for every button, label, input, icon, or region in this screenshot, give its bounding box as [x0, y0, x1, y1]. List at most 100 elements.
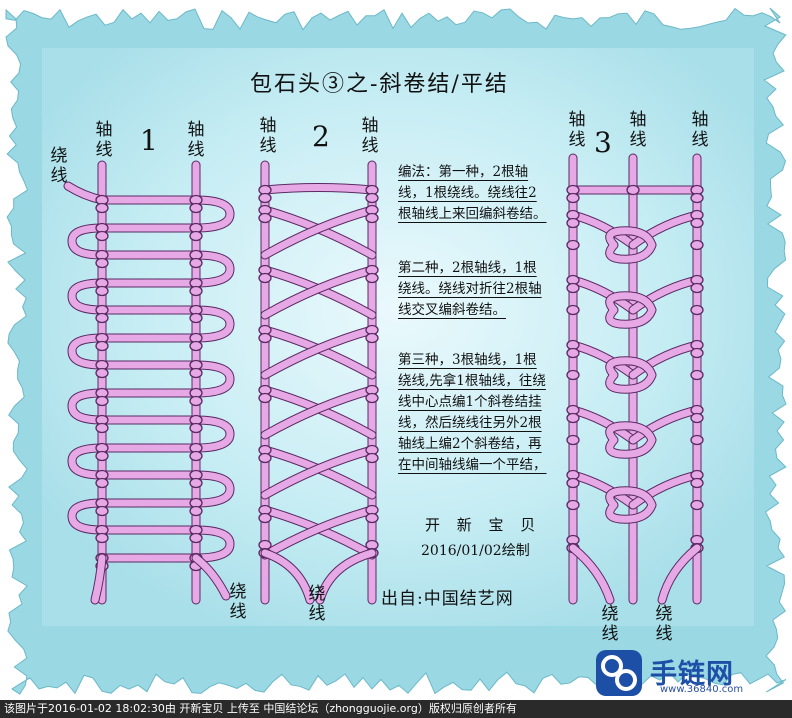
- d2-cross-b: [261, 386, 376, 439]
- d2-knot: [365, 332, 379, 344]
- d2-top-bar: [261, 184, 376, 194]
- d3-knot: [566, 499, 580, 511]
- d1-knot: [189, 505, 203, 517]
- d1-knot: [189, 532, 203, 544]
- d3-knot: [566, 477, 580, 489]
- d3-knot: [566, 347, 580, 359]
- d2-knot: [365, 212, 379, 224]
- d3-knot: [690, 477, 704, 489]
- d3-flat-knot: [606, 227, 656, 263]
- d2-tail-right: [316, 549, 376, 604]
- axis-label-3b: 轴线: [629, 110, 647, 150]
- d3-knot: [566, 412, 580, 424]
- d1-knot: [95, 230, 109, 242]
- d1-knot: [189, 312, 203, 324]
- d1-loop-left: [68, 499, 106, 534]
- d3-knot: [690, 239, 704, 251]
- d1-knot: [189, 340, 203, 352]
- d3-knot: [566, 304, 580, 316]
- d1-loop-right: [192, 361, 234, 397]
- d1-knot: [95, 422, 109, 434]
- d3-flat-knot: [606, 292, 656, 328]
- d2-knot: [258, 452, 272, 464]
- cord-diagrams: [63, 153, 704, 605]
- d1-knot: [95, 340, 109, 352]
- d3-knot: [690, 304, 704, 316]
- d1-knot: [95, 257, 109, 269]
- d1-knot: [95, 202, 109, 214]
- d1-loop-right: [192, 306, 234, 342]
- d1-knot: [189, 285, 203, 297]
- d3-knot: [566, 239, 580, 251]
- d1-knot: [95, 450, 109, 462]
- d2-knot: [365, 452, 379, 464]
- diagram-number-3: 3: [594, 126, 612, 159]
- instruction-method-3: 第三种，3根轴线，1根绕线,先拿1根轴线，往绕线中心点编1个斜卷结挂线，然后绕线…: [398, 352, 547, 473]
- d3-knot: [566, 434, 580, 446]
- wrap-label-3b: 绕线: [655, 604, 673, 644]
- axis-label-3c: 轴线: [691, 110, 709, 150]
- d1-wrap-end: [192, 554, 230, 600]
- d2-knot: [258, 512, 272, 524]
- d3-tail-right: [658, 544, 701, 604]
- d1-knot: [189, 230, 203, 242]
- d1-knot: [95, 395, 109, 407]
- d1-loop-left: [68, 444, 106, 479]
- instruction-method-1: 编法：第一种，2根轴线，1根绕线。绕线往2根轴线上来回编斜卷结。: [398, 164, 547, 222]
- wrap-label-2: 绕线: [308, 584, 326, 624]
- d1-loop-right: [192, 471, 234, 507]
- d1-knot: [95, 532, 109, 544]
- d3-knot: [690, 412, 704, 424]
- d1-loop-right: [192, 251, 234, 287]
- d2-knot: [258, 192, 272, 204]
- d3-knot: [690, 369, 704, 381]
- d1-loop-right: [192, 526, 234, 562]
- upload-footer: 该图片于2016-01-02 18:02:30由 开新宝贝 上传至 中国结论坛（…: [0, 700, 792, 718]
- d2-knot: [365, 392, 379, 404]
- d2-knot: [365, 192, 379, 204]
- d1-knot: [189, 477, 203, 489]
- logo-url: www.36840.com: [660, 684, 744, 695]
- d2-knot: [258, 392, 272, 404]
- d2-cross-b: [261, 446, 376, 499]
- d1-knot: [189, 450, 203, 462]
- axis-label-1a: 轴线: [95, 120, 113, 160]
- d1-loop-right: [192, 416, 234, 452]
- logo-knot-icon: [596, 650, 642, 696]
- d3-knot: [566, 192, 580, 204]
- d3-knot: [690, 499, 704, 511]
- page-title: 包石头③之-斜卷结/平结: [250, 72, 509, 97]
- d3-knot: [566, 282, 580, 294]
- d1-loop-left: [68, 279, 106, 314]
- wrap-label-1: 绕线: [50, 146, 68, 186]
- instruction-method-2: 第二种，2根轴线，1根绕线。绕线对折往2根轴线交叉编斜卷结。: [398, 260, 542, 318]
- d1-tail: [91, 554, 106, 604]
- d2-knot: [258, 272, 272, 284]
- author-name: 开 新 宝 贝: [425, 516, 542, 534]
- d3-knot: [690, 192, 704, 204]
- d2-knot: [258, 332, 272, 344]
- d3-knot: [626, 184, 640, 196]
- wrap-label-3a: 绕线: [601, 604, 619, 644]
- d3-knot: [690, 217, 704, 229]
- d2-cross-b: [261, 206, 376, 259]
- d3-knot: [690, 434, 704, 446]
- drawing-date: 2016/01/02绘制: [421, 543, 530, 559]
- d2-cross-b: [261, 506, 376, 559]
- axis-label-2a: 轴线: [259, 116, 277, 156]
- d1-knot: [189, 202, 203, 214]
- wrap-label-1-bottom: 绕线: [229, 582, 247, 622]
- d1-loop-left: [68, 334, 106, 369]
- diagram-number-1: 1: [140, 124, 158, 157]
- d3-knot: [690, 347, 704, 359]
- d1-knot: [95, 367, 109, 379]
- d3-knot: [690, 282, 704, 294]
- source-credit: 出自:中国结艺网: [381, 589, 514, 609]
- d1-loop-left: [68, 389, 106, 424]
- d1-knot: [95, 505, 109, 517]
- d1-knot: [189, 422, 203, 434]
- d1-knot: [95, 477, 109, 489]
- d2-cross-b: [261, 266, 376, 319]
- d1-knot: [95, 312, 109, 324]
